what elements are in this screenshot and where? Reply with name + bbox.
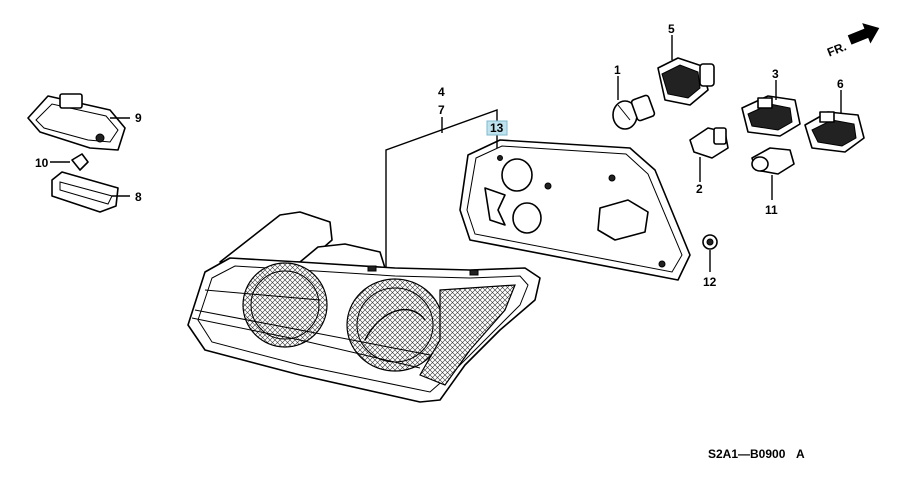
callout-1: 1 (614, 63, 621, 77)
callout-10: 10 (35, 156, 49, 170)
callout-2: 2 (696, 182, 703, 196)
small-bulb-part (751, 147, 795, 175)
callout-11: 11 (765, 203, 778, 217)
callout-4: 4 (438, 85, 445, 99)
callout-5: 5 (668, 22, 675, 36)
nut-part (702, 234, 718, 250)
callout-6: 6 (837, 77, 844, 91)
diagram-code-suffix: A (796, 447, 805, 461)
front-direction-arrow-icon (847, 23, 880, 45)
callout-12: 12 (703, 275, 717, 289)
callout-7: 7 (438, 103, 445, 117)
wedge-bulb-part (689, 127, 729, 159)
diagram-code: S2A1—B0900 (708, 447, 786, 461)
tail-light-assembly (187, 211, 541, 403)
callout-3: 3 (772, 67, 779, 81)
callout-9: 9 (135, 111, 142, 125)
callout-13[interactable]: 13 (490, 121, 504, 135)
socket-6-part (804, 111, 865, 153)
license-light-part (27, 93, 126, 151)
clip-part (71, 153, 89, 171)
license-lens-part (51, 171, 119, 213)
bulb-part (612, 94, 656, 130)
callout-13-highlight (486, 120, 508, 136)
front-label: FR. (825, 39, 848, 59)
callout-8: 8 (135, 190, 142, 204)
socket-3-part (741, 95, 801, 137)
socket-part (657, 57, 715, 106)
gasket-part (459, 139, 691, 281)
